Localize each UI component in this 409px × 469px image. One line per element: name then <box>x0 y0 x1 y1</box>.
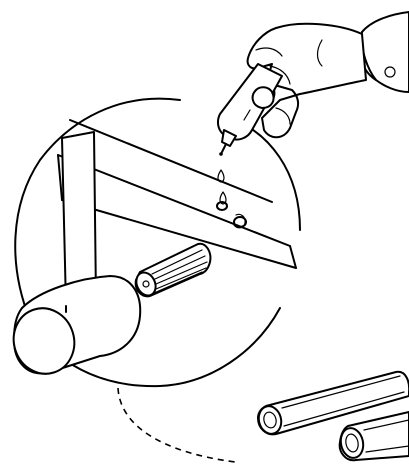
wooden-dowels-icon <box>256 372 409 460</box>
mallet-icon <box>5 132 140 382</box>
fluted-dowel-icon <box>133 244 211 299</box>
zoom-leader-line <box>118 388 235 462</box>
